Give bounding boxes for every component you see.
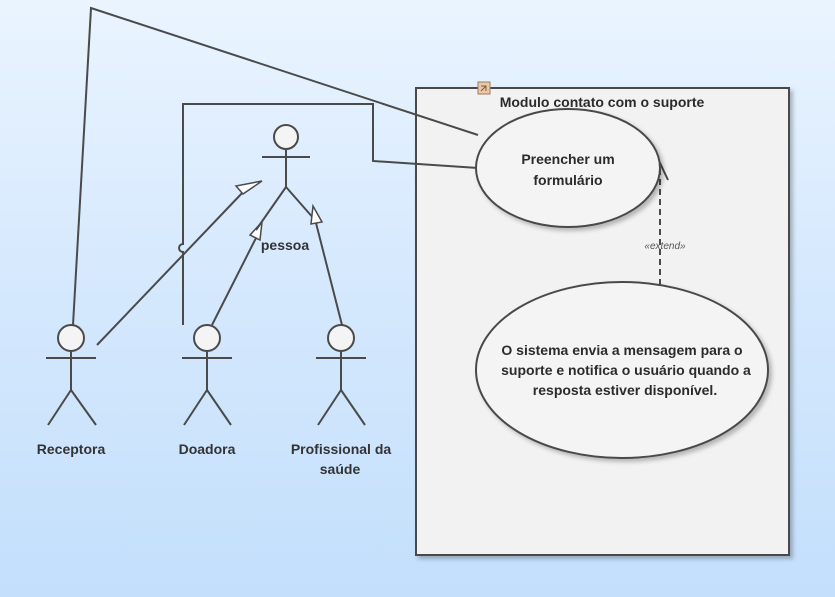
actor-pessoa-label: pessoa	[261, 237, 309, 253]
use-case-form-line-1: Preencher um	[521, 151, 614, 167]
use-case-notify-line-1: O sistema envia a mensagem para o	[501, 342, 742, 358]
association-receptora-form	[72, 6, 479, 326]
actor-receptora[interactable]: Receptora	[37, 324, 106, 457]
actor-profissional[interactable]: Profissional da saúde	[291, 324, 392, 477]
generalization-pessoa-link-right	[285, 186, 316, 221]
actor-pessoa[interactable]: pessoa	[261, 124, 310, 253]
use-case-form[interactable]: Preencher um formulário	[475, 108, 661, 228]
actor-receptora-label: Receptora	[37, 441, 106, 457]
boundary-title: Modulo contato com o suporte	[500, 94, 705, 110]
use-case-notify[interactable]: O sistema envia a mensagem para o suport…	[475, 281, 769, 459]
association-doadora-form	[178, 103, 479, 325]
generalization-arrowhead	[310, 203, 324, 225]
generalization-doadora-pessoa	[211, 235, 258, 326]
actor-profissional-label-line-2: saúde	[320, 461, 361, 477]
associations: «extend»	[72, 6, 686, 346]
actor-doadora-label: Doadora	[179, 441, 236, 457]
actor-doadora[interactable]: Doadora	[179, 324, 236, 457]
boundary-link-icon	[477, 81, 491, 95]
extend-label: «extend»	[644, 241, 686, 252]
use-case-notify-line-2: suporte e notifica o usuário quando a	[501, 362, 751, 378]
actor-profissional-label-line-1: Profissional da	[291, 441, 392, 457]
use-case-notify-line-3: resposta estiver disponível.	[533, 382, 717, 398]
generalization-pessoa-link	[255, 186, 287, 231]
generalization-receptora-pessoa	[96, 189, 246, 346]
use-case-form-line-2: formulário	[533, 172, 602, 188]
generalization-arrowhead	[234, 180, 263, 195]
generalization-profissional-pessoa	[315, 222, 343, 326]
